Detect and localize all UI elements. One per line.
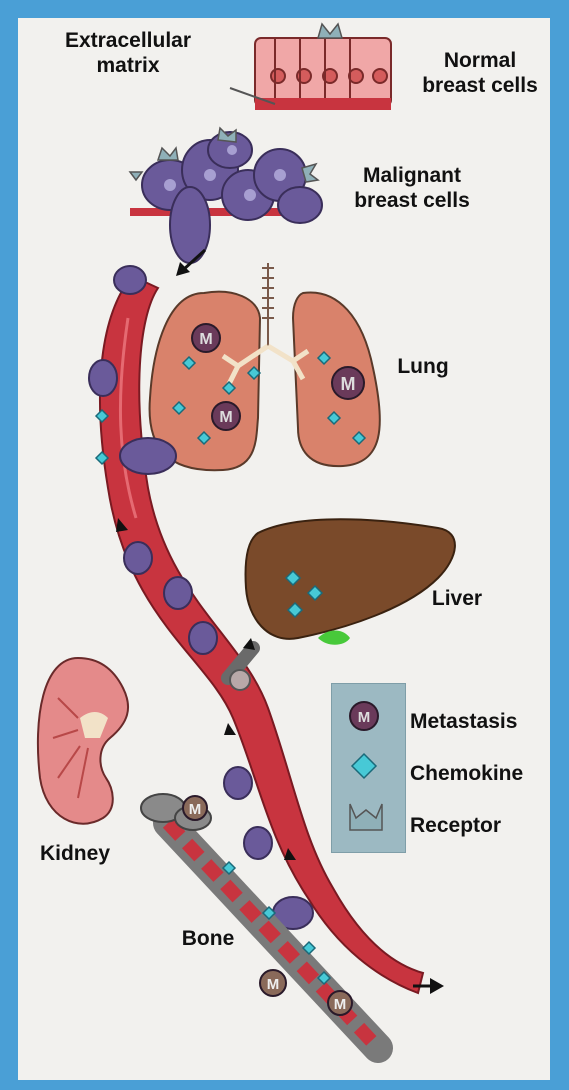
receptor-icon [350, 804, 382, 830]
svg-text:M: M [267, 976, 280, 993]
svg-text:M: M [219, 409, 232, 426]
legend-label-metastasis: Metastasis [410, 710, 517, 734]
legend-icons: M [332, 684, 405, 852]
malignant-breast-cells [130, 128, 322, 276]
liver [228, 519, 455, 690]
label-liver: Liver [422, 586, 492, 611]
svg-text:M: M [358, 709, 371, 726]
label-normal-breast-cells: Normal breast cells [400, 48, 550, 98]
label-malignant-breast-cells: Malignant breast cells [332, 163, 492, 213]
svg-text:M: M [341, 374, 356, 394]
svg-text:M: M [199, 331, 212, 348]
svg-text:M: M [334, 996, 347, 1013]
diagram-panel: M M M [18, 18, 550, 1080]
exit-arrow [430, 978, 444, 994]
metastasis-icon: M [350, 702, 378, 730]
label-kidney: Kidney [30, 841, 120, 866]
label-lung: Lung [388, 354, 458, 379]
kidney [38, 658, 128, 824]
normal-breast-cells [230, 24, 391, 110]
svg-text:M: M [189, 801, 202, 818]
legend-label-chemokine: Chemokine [410, 762, 523, 786]
legend-label-receptor: Receptor [410, 814, 501, 838]
legend-box: M [331, 683, 406, 853]
label-extracellular-matrix: Extracellular matrix [48, 28, 208, 78]
chemokine-icon [352, 754, 376, 778]
label-bone: Bone [173, 926, 243, 951]
lung: M M M [150, 263, 380, 470]
